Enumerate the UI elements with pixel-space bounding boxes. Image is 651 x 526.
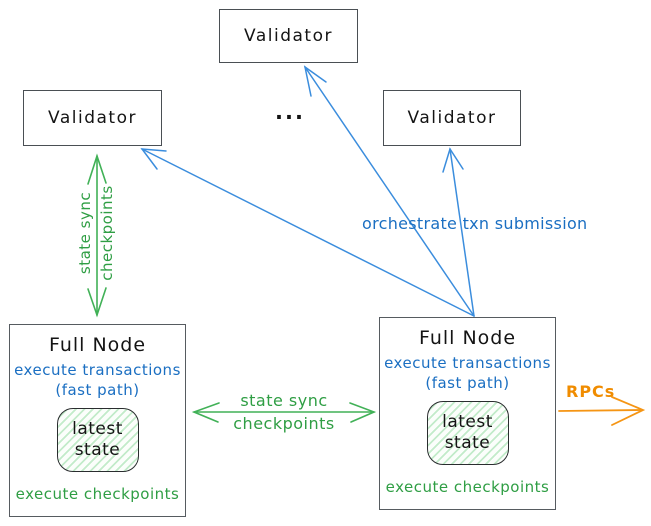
state-sync-horizontal-line2: checkpoints	[233, 414, 335, 433]
validators-ellipsis: ...	[275, 100, 305, 124]
orchestrate-label: orchestrate txn submission	[362, 214, 588, 233]
full-node-left-title: Full Node	[48, 334, 147, 356]
latest-state-line1: latest	[442, 412, 493, 432]
state-sync-vertical-label: state sync checkpoints	[74, 163, 118, 303]
state-sync-horizontal-line1: state sync	[240, 391, 328, 410]
validator-box-left: Validator	[23, 90, 162, 146]
full-node-right-title: Full Node	[418, 327, 517, 349]
latest-state-line2: state	[74, 440, 121, 460]
latest-state-box-left: latest state	[56, 408, 139, 472]
full-node-right-checkpoints: execute checkpoints	[385, 478, 550, 496]
state-sync-vertical-line2: checkpoints	[98, 185, 116, 281]
fast-path-line1: execute transactions	[384, 354, 551, 372]
state-sync-horizontal-label: state sync checkpoints	[213, 389, 355, 435]
full-node-right-fast-path: execute transactions (fast path)	[384, 353, 551, 393]
latest-state-line1: latest	[72, 419, 123, 439]
full-node-left-fast-path: execute transactions (fast path)	[14, 360, 181, 400]
fast-path-line2: (fast path)	[425, 374, 510, 392]
fast-path-line1: execute transactions	[14, 361, 181, 379]
full-node-box-left: Full Node execute transactions (fast pat…	[9, 324, 186, 517]
full-node-box-right: Full Node execute transactions (fast pat…	[379, 317, 556, 510]
validator-box-top: Validator	[219, 9, 358, 63]
rpcs-arrow	[558, 396, 646, 426]
validator-box-right: Validator	[383, 90, 521, 146]
validator-top-label: Validator	[244, 26, 333, 46]
rpcs-label: RPCs	[566, 382, 616, 401]
full-node-left-checkpoints: execute checkpoints	[15, 485, 180, 503]
latest-state-line2: state	[444, 433, 491, 453]
latest-state-box-right: latest state	[426, 401, 509, 465]
fast-path-line2: (fast path)	[55, 381, 140, 399]
validator-right-label: Validator	[407, 108, 497, 128]
state-sync-vertical-line1: state sync	[76, 191, 94, 275]
validator-left-label: Validator	[48, 108, 137, 128]
